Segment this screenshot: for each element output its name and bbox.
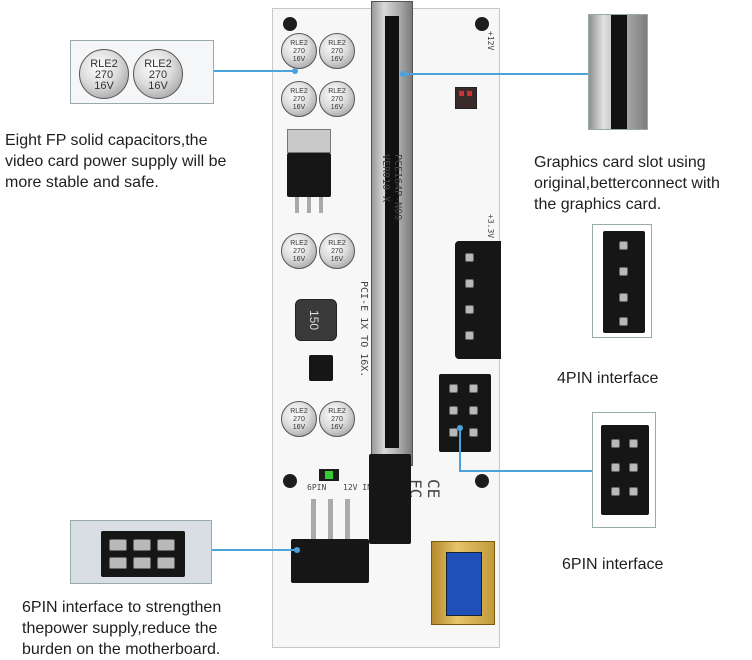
caption-4pin: 4PIN interface <box>557 370 659 387</box>
model-line-1: PCE164P-N09 <box>392 154 403 221</box>
6pin-power-header <box>291 539 369 583</box>
callout-line-capacitors <box>214 70 296 72</box>
callout-line-slot <box>404 73 588 75</box>
inductor: 150 <box>295 299 337 341</box>
inset-6pin-power <box>70 520 212 584</box>
callout-dot <box>294 547 300 553</box>
pcie-x16-slot <box>371 1 413 466</box>
callout-line-6pin <box>459 428 461 472</box>
6pin-connector-right <box>439 374 491 452</box>
header-6pin-label: 6PIN <box>307 483 327 492</box>
voltage-regulator-body <box>287 153 331 197</box>
callout-line-6pin-h <box>459 470 593 472</box>
4pin-connector <box>455 241 501 359</box>
mount-hole <box>475 474 489 488</box>
callout-dot <box>457 425 463 431</box>
inset-6pin <box>592 412 656 528</box>
header-12v-label: 12V IN <box>343 483 372 492</box>
caption-slot: Graphics card slot using original,better… <box>534 154 720 213</box>
model-line-2: VER010-X <box>380 154 391 203</box>
voltage-33v-label: +3.3V <box>486 214 495 239</box>
inset-slot <box>588 14 648 130</box>
caption-6pin: 6PIN interface <box>562 556 664 573</box>
riser-cable <box>369 454 411 544</box>
voltage-regulator <box>287 129 331 153</box>
mount-hole <box>283 474 297 488</box>
mount-hole <box>283 17 297 31</box>
mount-hole <box>475 17 489 31</box>
inset-4pin <box>592 224 652 338</box>
callout-dot <box>292 68 298 74</box>
slot-label: PCI-E 1X TO 16X. <box>358 281 369 378</box>
caption-6pin-power: 6PIN interface to strengthen thepower su… <box>22 599 222 658</box>
ce-mark: CE <box>424 479 443 499</box>
callout-line-6pin-power <box>212 549 298 551</box>
voltage-12v-label: +12V <box>486 31 495 51</box>
ic-chip <box>309 355 333 381</box>
inductor-label: 150 <box>307 309 322 331</box>
callout-dot <box>400 71 406 77</box>
usb3-port <box>431 541 495 625</box>
caption-capacitors: Eight FP solid capacitors,the video card… <box>5 132 227 191</box>
